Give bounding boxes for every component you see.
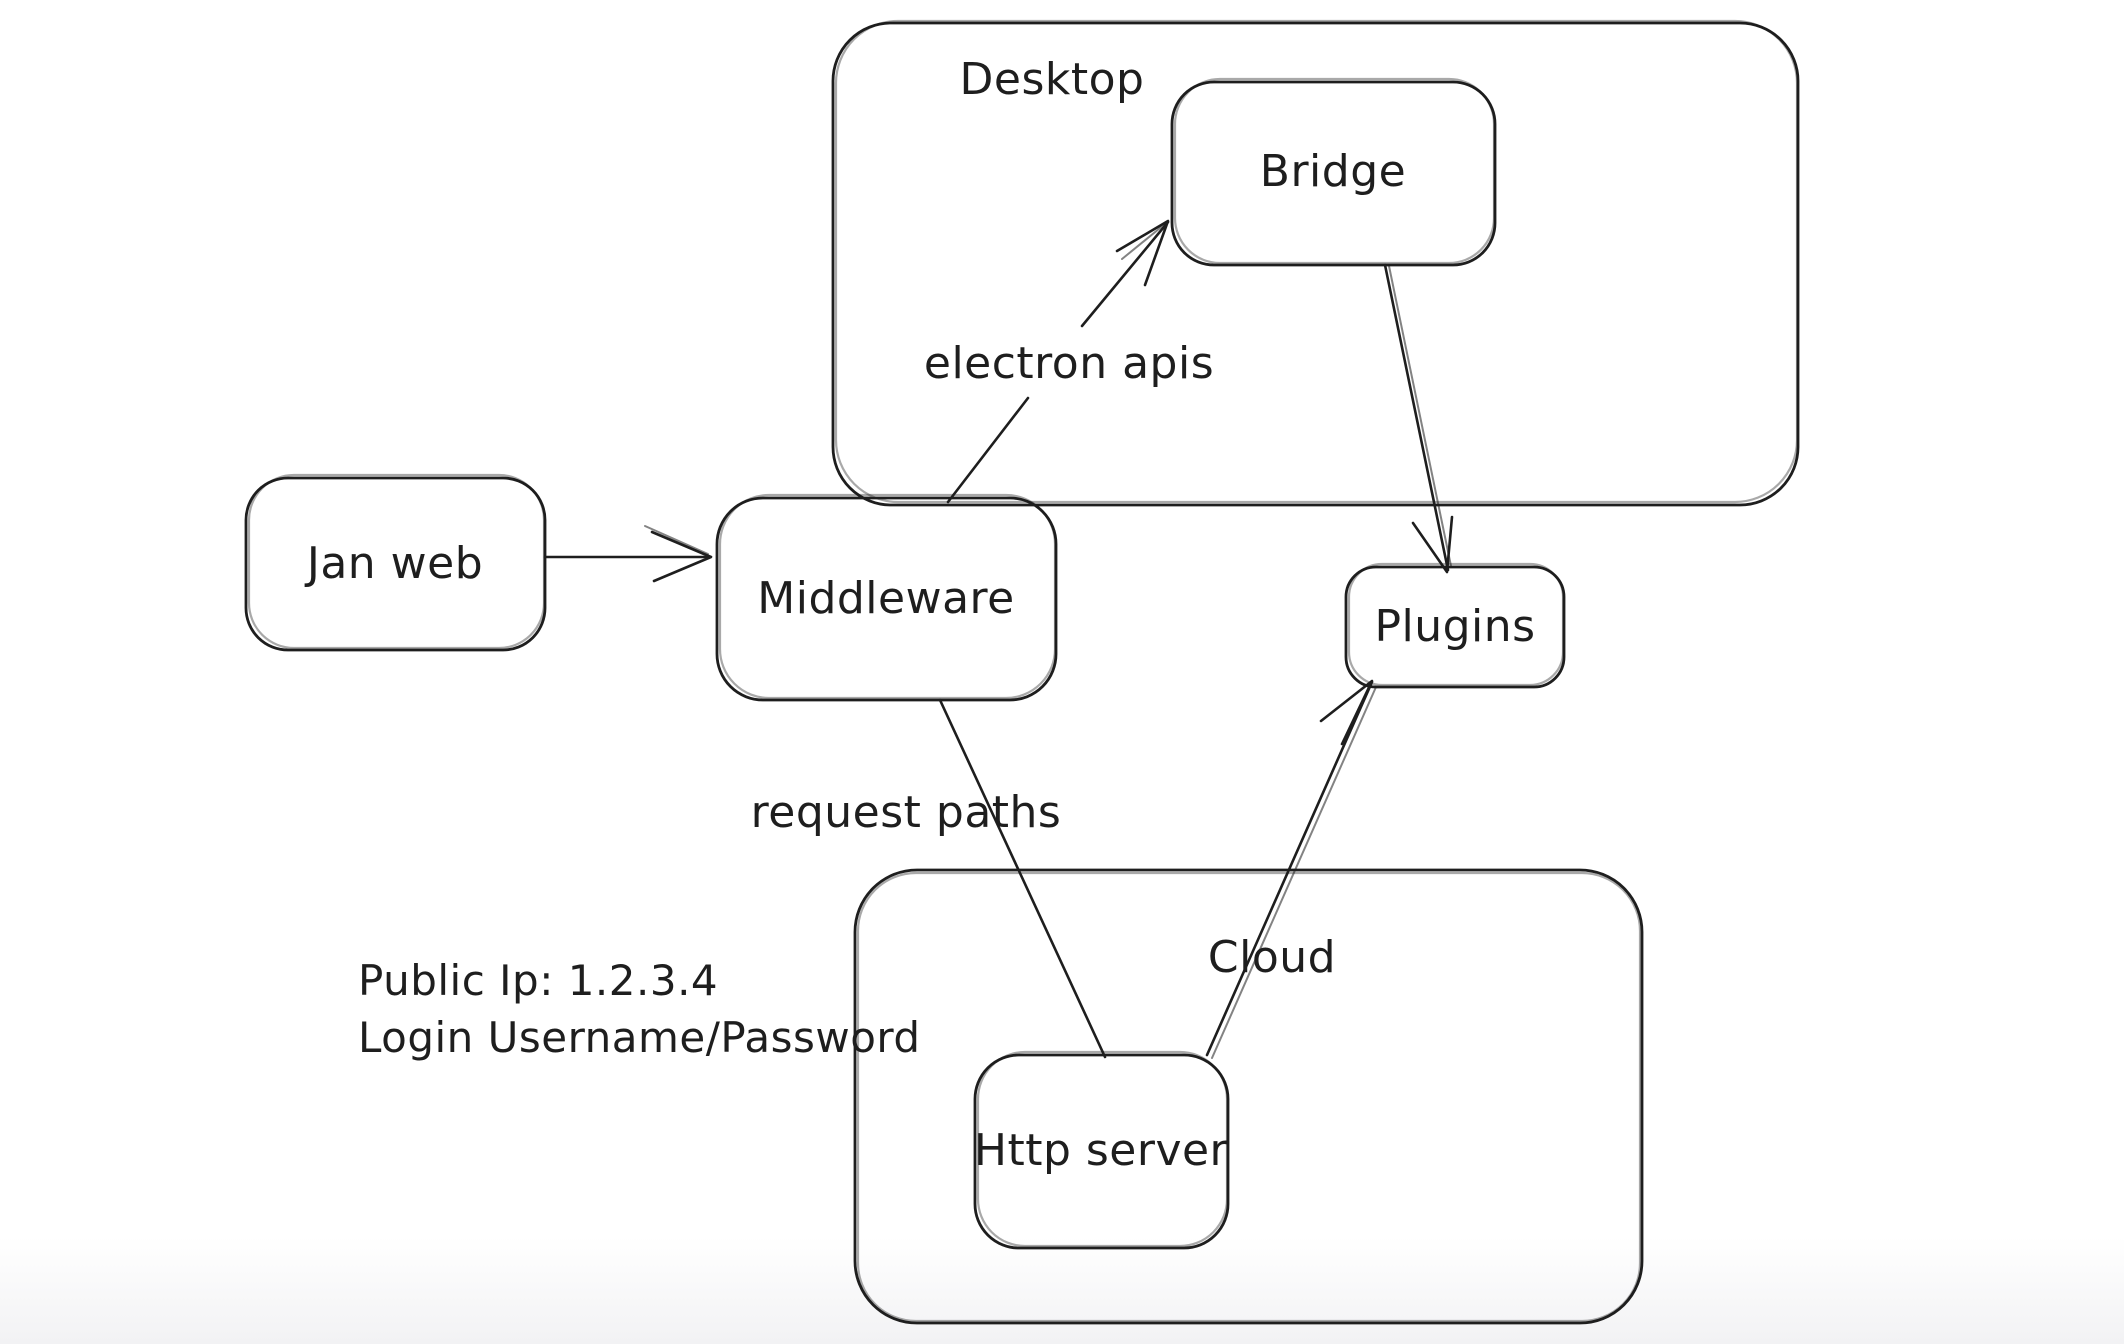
cloud-container-box[interactable] [853, 868, 1644, 1325]
bridge-node-box[interactable] [1170, 77, 1497, 267]
edge-label-electron-apis[interactable]: electron apis [923, 337, 1215, 389]
edge-jan-web-to-middleware[interactable] [543, 525, 713, 583]
cloud-container-label[interactable]: Cloud [1207, 931, 1337, 983]
cloud-access-note-line1: Public Ip: 1.2.3.4 [358, 956, 719, 1005]
bridge-node-label: Bridge [1259, 145, 1407, 197]
jan-web-node-box[interactable] [244, 473, 547, 652]
middleware-node-box[interactable] [715, 493, 1058, 702]
plugins-node-label: Plugins [1374, 600, 1536, 652]
edge-http-server-to-plugins[interactable] [1205, 679, 1377, 1059]
http-server-node-label: Http server [973, 1124, 1229, 1176]
cloud-access-note[interactable]: Public Ip: 1.2.3.4 Login Username/Passwo… [358, 952, 921, 1066]
edge-bridge-to-plugins[interactable] [1383, 263, 1454, 574]
desktop-container-box[interactable] [831, 19, 1800, 507]
plugins-node-box[interactable] [1344, 562, 1566, 689]
edge-label-request-paths[interactable]: request paths [750, 786, 1062, 838]
middleware-node-label: Middleware [757, 572, 1015, 624]
cloud-access-note-line2: Login Username/Password [358, 1013, 921, 1062]
edge-middleware-to-http-server[interactable] [938, 698, 1107, 1059]
jan-web-node-label: Jan web [306, 537, 484, 589]
desktop-container-label[interactable]: Desktop [959, 53, 1145, 105]
edge-middleware-to-bridge[interactable] [946, 219, 1170, 504]
